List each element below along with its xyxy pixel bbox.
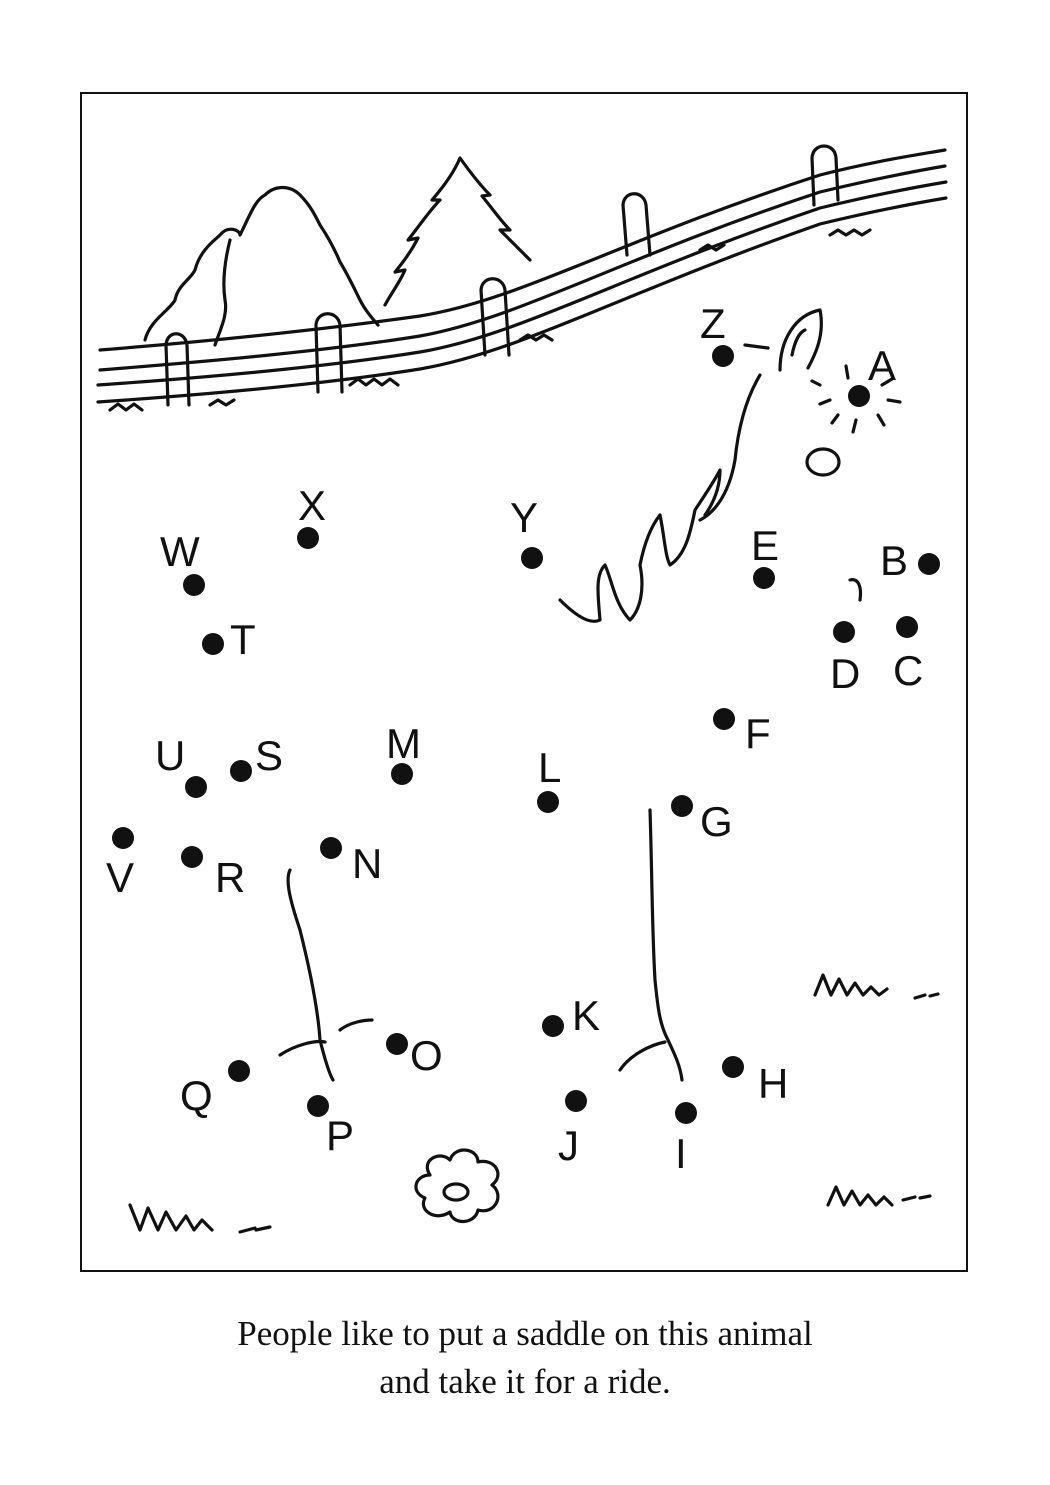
label-f: F [745,710,771,757]
label-l: L [538,744,561,791]
horse-ear-inner [790,328,807,357]
horse-hoof-back [278,1018,374,1057]
horse-leg-front [648,808,684,1082]
dot-t [202,633,224,655]
dot-o [386,1033,408,1055]
label-c: C [893,647,923,694]
fence-post [810,144,840,207]
label-v: V [106,854,134,901]
puzzle-frame [80,92,968,1272]
label-b: B [880,537,908,584]
horse-leg-back [286,868,335,1082]
dot-v [112,827,134,849]
label-a: A [868,342,896,389]
label-t: T [230,616,256,663]
dot-y [521,547,543,569]
fence-rail [96,180,948,387]
dot-j [565,1090,587,1112]
horse-mane [558,468,722,623]
horse-nostril [848,578,863,602]
dot-u [185,776,207,798]
label-j: J [558,1122,579,1169]
horse-eye [805,447,841,477]
dot-h [722,1056,744,1078]
dot-m [391,763,413,785]
horse-ear [778,308,823,372]
label-q: Q [180,1072,213,1119]
dot-e [753,567,775,589]
caption-line-1: People like to put a saddle on this anim… [237,1314,813,1353]
dot-r [181,846,203,868]
dot-x [297,527,319,549]
dot-n [320,837,342,859]
horse-neck [698,373,762,522]
dot-s [230,760,252,782]
dot-b [918,553,940,575]
label-g: G [700,798,733,845]
fence-post [479,277,511,357]
label-n: N [352,840,382,887]
label-k: K [572,992,600,1039]
label-w: W [160,528,200,575]
label-y: Y [510,494,538,541]
dot-f [713,708,735,730]
label-z: Z [700,300,726,347]
bush-outline [143,185,380,342]
label-o: O [410,1032,443,1079]
flower [414,1148,500,1224]
label-d: D [830,650,860,697]
dot-i [675,1102,697,1124]
label-r: R [215,854,245,901]
dot-g [671,795,693,817]
dot-q [228,1060,250,1082]
fence-post [314,312,344,394]
grass-tuft [813,973,940,1000]
caption-line-2: and take it for a ride. [379,1362,671,1401]
pine-tree [383,156,532,307]
label-i: I [675,1130,687,1177]
label-h: H [758,1060,788,1107]
dot-c [896,616,918,638]
dot-l [537,791,559,813]
label-m: M [386,720,421,767]
label-x: X [298,482,326,529]
label-s: S [255,732,283,779]
grass [108,228,872,412]
fence-post [621,192,652,257]
dot-k [542,1015,564,1037]
dot-w [183,574,205,596]
horse-hoof-front [618,1040,667,1072]
label-u: U [155,732,185,779]
fence-post [164,332,191,407]
fence-rail [98,148,947,352]
label-p: P [326,1112,354,1159]
grass-tuft [128,1203,272,1234]
fence-rail [98,164,947,372]
dot-d [833,621,855,643]
dot-p [307,1095,329,1117]
label-e: E [751,522,779,569]
dot-z [712,345,734,367]
sparkle-rays [810,364,902,434]
horse-jaw [743,343,770,350]
bush-inner [213,238,232,347]
dot-a [848,385,870,407]
grass-tuft [826,1185,932,1207]
flower-center [442,1182,470,1202]
